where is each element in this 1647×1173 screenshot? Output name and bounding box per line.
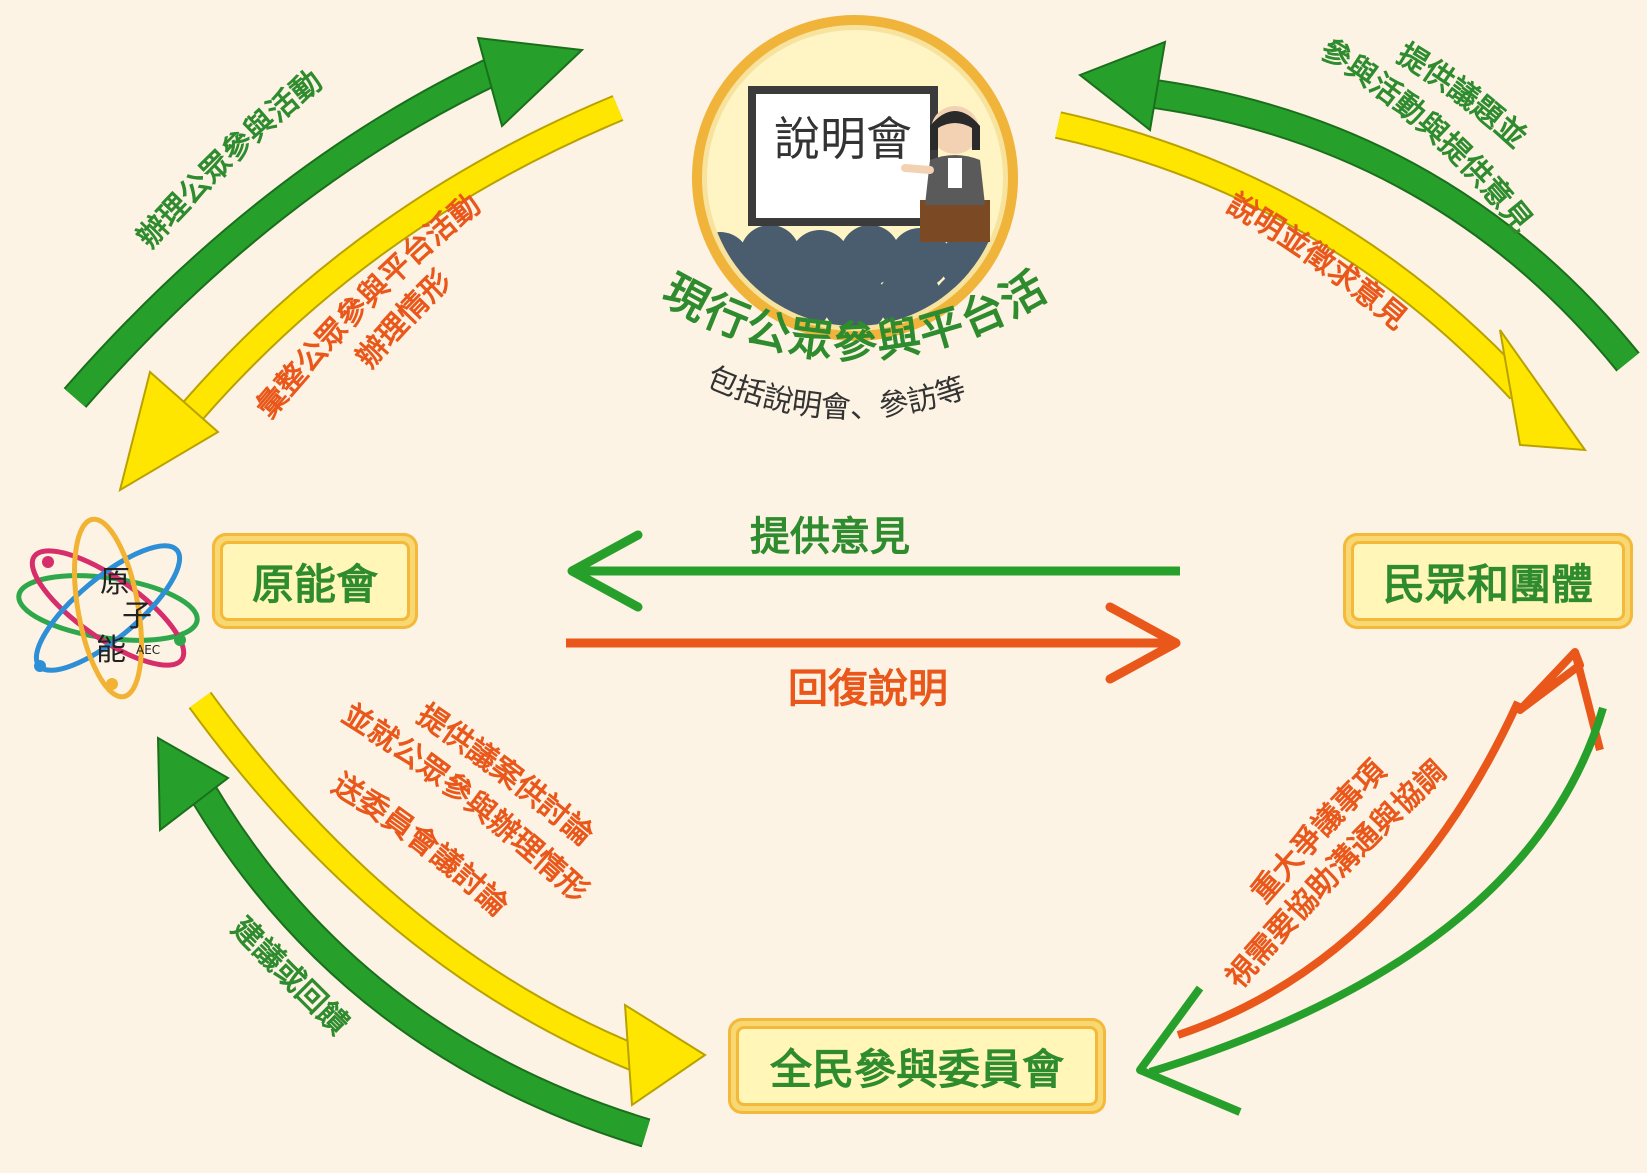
node-public-label: 民眾和團體 bbox=[1382, 559, 1593, 609]
activity-subtitle: 包括說明會、參訪等 bbox=[702, 360, 970, 426]
whiteboard-icon bbox=[748, 86, 938, 226]
arrow-committee-to-aec bbox=[156, 736, 651, 1148]
logo-char-1: 原 bbox=[100, 565, 130, 600]
node-aec-label: 原能會 bbox=[251, 559, 378, 609]
arrow-public-to-aec bbox=[567, 530, 1180, 612]
arrow-public-to-committee bbox=[1136, 706, 1607, 1116]
arrow-aec-to-activity bbox=[63, 36, 585, 408]
arrow-public-to-activity bbox=[1078, 40, 1640, 372]
node-committee-label: 全民參與委員會 bbox=[769, 1044, 1064, 1094]
arrow-activity-to-public bbox=[1054, 111, 1588, 452]
node-public: 民眾和團體 bbox=[1343, 533, 1633, 629]
node-committee: 全民參與委員會 bbox=[728, 1018, 1106, 1114]
label-middle-green: 提供意見 bbox=[750, 514, 910, 560]
logo-char-3: 能 bbox=[96, 633, 126, 668]
arrow-aec-to-public bbox=[566, 602, 1181, 684]
node-aec: 原能會 bbox=[212, 533, 418, 629]
label-middle-orange: 回復說明 bbox=[788, 666, 948, 712]
arrow-activity-to-aec bbox=[118, 95, 624, 493]
logo-abbr: AEC bbox=[136, 643, 160, 657]
logo-char-2: 子 bbox=[122, 599, 152, 634]
arrow-aec-to-committee bbox=[188, 691, 707, 1107]
activity-illustration bbox=[692, 15, 1018, 341]
aec-logo bbox=[16, 516, 200, 700]
board-text: 說明會 bbox=[774, 112, 912, 166]
arrow-committee-to-public bbox=[1176, 648, 1604, 1039]
presenter-icon bbox=[901, 106, 990, 242]
